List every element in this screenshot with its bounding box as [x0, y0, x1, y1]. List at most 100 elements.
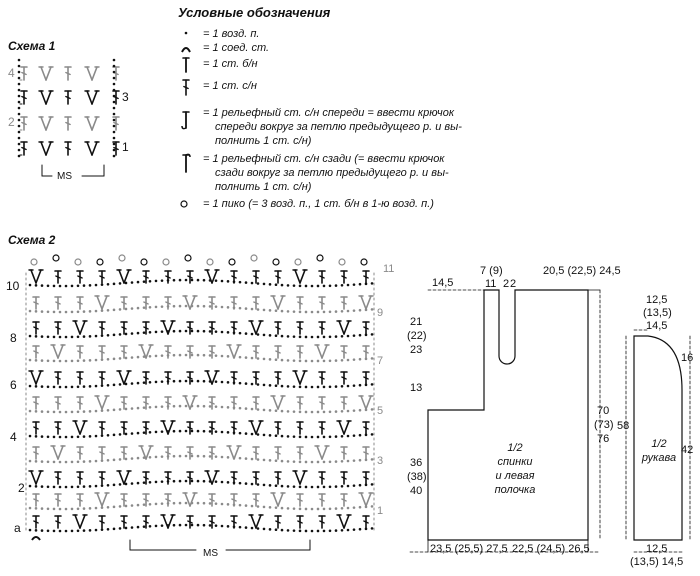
- chain-dot: [346, 334, 350, 338]
- chain-dot: [316, 435, 320, 439]
- chain-dot: [58, 410, 62, 414]
- dc-bar: [55, 498, 61, 502]
- v-right: [91, 90, 98, 105]
- chain-dot: [112, 82, 116, 86]
- chain-dot: [214, 455, 218, 458]
- v-right: [211, 370, 218, 385]
- chain-dot: [172, 501, 176, 505]
- dc-bar: [143, 301, 149, 305]
- chain-dot: [214, 380, 218, 383]
- chain-dot: [250, 504, 254, 508]
- v-left: [272, 395, 279, 410]
- chain-dot: [334, 310, 338, 313]
- chain-dot: [244, 504, 248, 507]
- dc-bar: [319, 275, 325, 279]
- back-neck-sub-3: 2: [510, 278, 517, 290]
- v-right: [123, 370, 130, 385]
- chain-dot: [370, 282, 374, 285]
- chain-dot: [100, 384, 104, 387]
- chain-dot: [112, 124, 116, 128]
- chain-dot: [70, 435, 74, 439]
- chain-dot: [40, 310, 44, 313]
- sleeve-label-1: 1/2: [651, 438, 667, 450]
- chain-dot: [340, 460, 344, 463]
- chain-dot: [94, 528, 98, 532]
- chain-dot: [268, 506, 272, 509]
- chain-dot: [346, 528, 350, 532]
- scheme2-row-11: 11: [383, 263, 395, 275]
- chain-dot: [322, 507, 326, 511]
- chain-dot: [304, 310, 308, 314]
- v-right: [45, 90, 52, 105]
- chain-dot: [298, 385, 302, 389]
- chain-dot: [94, 459, 98, 463]
- v-right: [123, 269, 130, 284]
- scheme2-row-8: 8: [10, 331, 17, 345]
- chain-dot: [238, 456, 242, 460]
- dc-bar: [253, 498, 259, 502]
- chain-dot: [208, 305, 212, 308]
- chain-dot: [280, 384, 284, 388]
- chain-dot: [352, 409, 356, 412]
- chain-dot: [52, 284, 56, 288]
- chain-dot: [226, 381, 230, 384]
- chain-dot: [34, 410, 38, 413]
- chain-dot: [328, 435, 332, 439]
- chain-dot: [226, 456, 230, 459]
- chain-dot: [256, 357, 260, 360]
- v-right: [79, 420, 86, 435]
- chain-dot: [106, 483, 110, 487]
- chain-dot: [70, 410, 74, 414]
- dc-bar: [187, 275, 193, 279]
- chain-dot: [112, 94, 116, 98]
- dc-bar: [231, 401, 237, 405]
- chain-dot: [76, 507, 80, 511]
- chain-dot: [136, 406, 140, 410]
- chain-dot: [40, 507, 44, 510]
- dc-bar: [297, 520, 303, 524]
- back-total-h-1: 70: [597, 405, 610, 417]
- dc-bar: [319, 326, 325, 330]
- chain-dot: [238, 431, 242, 435]
- v-right: [343, 320, 350, 335]
- chain-dot: [154, 305, 158, 309]
- chain-dot: [70, 507, 74, 511]
- chain-dot: [154, 524, 158, 528]
- dc-bar: [275, 520, 281, 524]
- dc-bar: [231, 476, 237, 480]
- chain-dot: [112, 88, 116, 92]
- chain-dot: [328, 507, 332, 511]
- chain-dot: [40, 359, 44, 362]
- chain-dot: [76, 385, 80, 389]
- v-left: [250, 320, 257, 335]
- chain-dot: [64, 507, 68, 511]
- chain-dot: [94, 506, 98, 510]
- dc-bar: [319, 520, 325, 524]
- chain-dot: [322, 435, 326, 439]
- chain-dot: [358, 458, 362, 462]
- chain-dot: [190, 278, 194, 282]
- v-left: [360, 492, 367, 507]
- chain-dot: [298, 335, 302, 339]
- chain-dot: [310, 507, 314, 511]
- chain-dot: [244, 382, 248, 385]
- chain-dot: [238, 481, 242, 485]
- scheme1-row-4: 4: [8, 66, 15, 80]
- sleeve-lower-h: 42: [681, 444, 694, 456]
- chain-dot: [70, 310, 74, 314]
- chain-dot: [226, 355, 230, 358]
- v-left: [360, 395, 367, 410]
- v-right: [57, 344, 64, 359]
- chain-dot: [34, 507, 38, 510]
- chain-dot: [202, 278, 206, 282]
- chain-dot: [124, 281, 128, 285]
- chain-dot: [334, 507, 338, 510]
- scheme2-row-5: 5: [377, 405, 384, 417]
- chain-dot: [88, 460, 92, 463]
- v-right: [145, 344, 152, 359]
- chain-dot: [46, 359, 50, 363]
- chain-dot: [304, 485, 308, 489]
- dc-bar: [341, 476, 347, 480]
- chain-dot: [130, 332, 134, 335]
- v-left: [96, 395, 103, 410]
